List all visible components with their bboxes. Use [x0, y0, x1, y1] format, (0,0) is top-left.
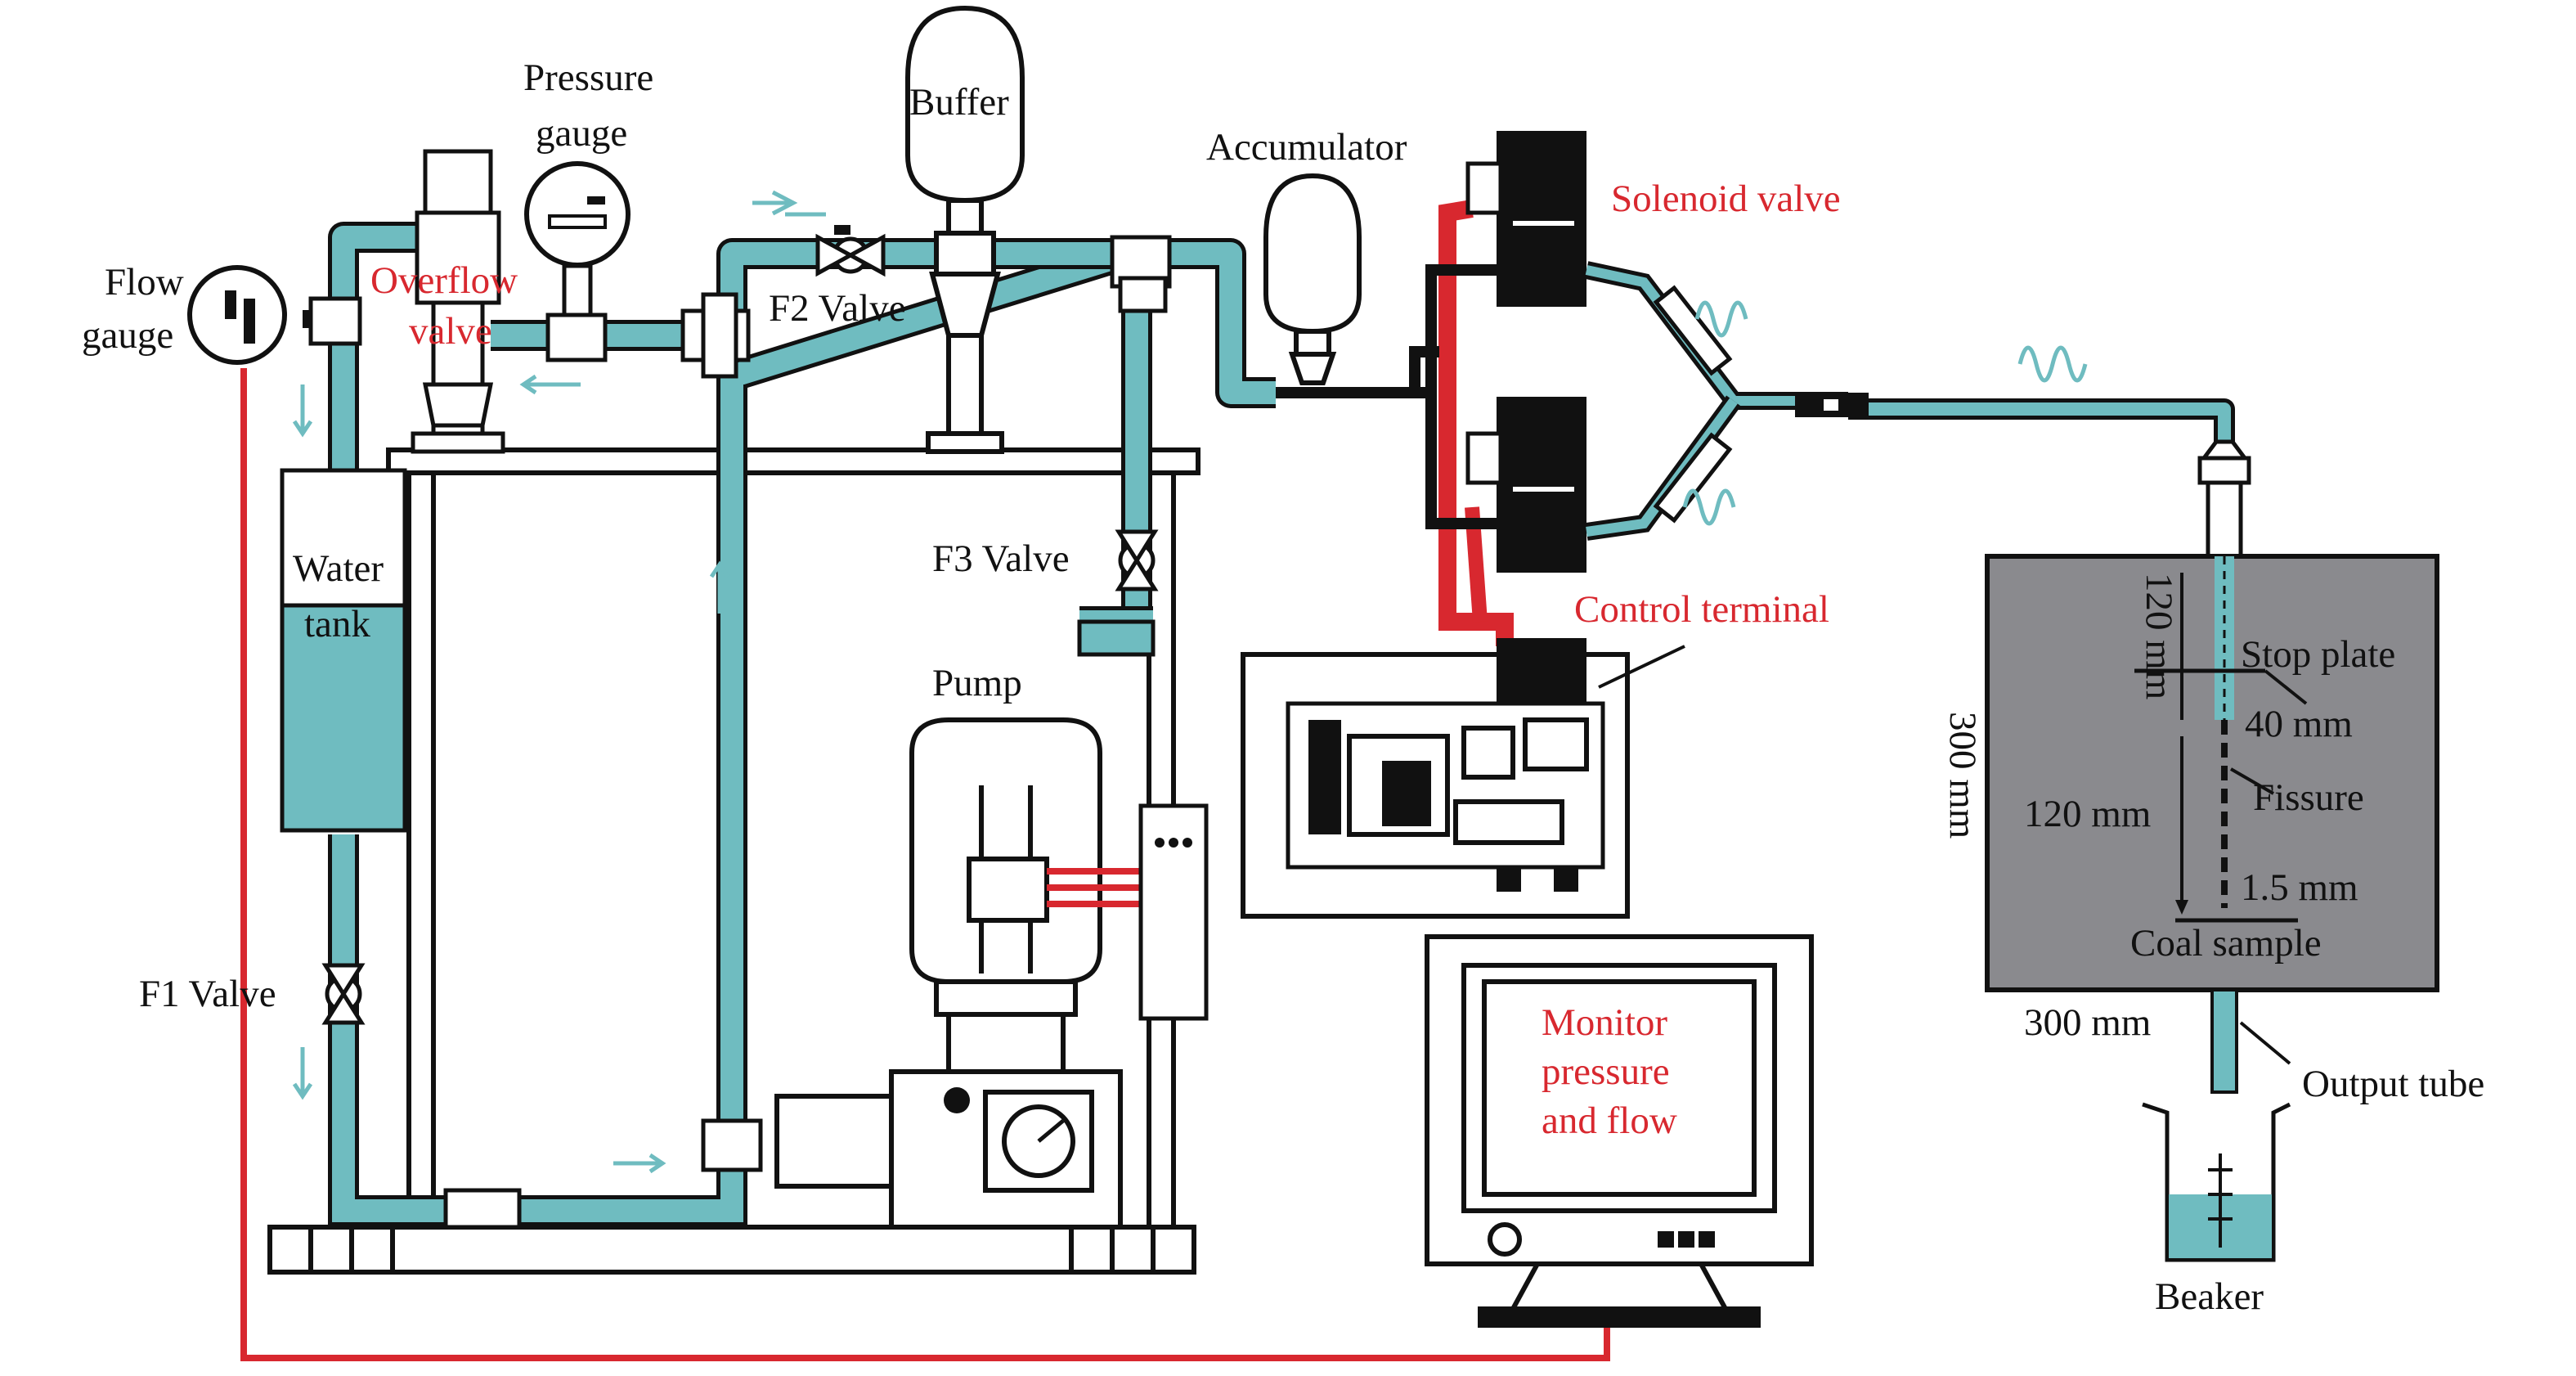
dim-40-label: 40 mm: [2245, 703, 2353, 745]
stop-plate-label: Stop plate: [2241, 633, 2395, 676]
loop-fittings: [443, 1118, 763, 1230]
accumulator-label: Accumulator: [1206, 126, 1407, 169]
f1-valve-label: F1 Valve: [139, 973, 276, 1015]
pump-label: Pump: [932, 662, 1022, 704]
tee-fittings: [680, 235, 1172, 379]
dim-1-5-label: 1.5 mm: [2241, 866, 2358, 909]
signal-cable: [240, 368, 1610, 1361]
output-tube-label: Output tube: [2302, 1063, 2484, 1105]
control-terminal-label: Control terminal: [1574, 588, 1829, 631]
flow-gauge-label-1: Flow: [105, 261, 184, 304]
dim-120-mid-label: 120 mm: [2024, 793, 2151, 835]
monitor-label-2: pressure: [1542, 1050, 1670, 1093]
pump-switch-box: [1138, 803, 1209, 1021]
flow-wave-icons: [752, 190, 2088, 526]
fissure-label: Fissure: [2253, 776, 2364, 819]
pressure-gauge: [524, 161, 631, 362]
buffer-label: Buffer: [909, 81, 1009, 124]
overflow-valve-label-1: Overflow: [370, 259, 518, 302]
beaker: [2142, 1102, 2291, 1262]
pressure-gauge-label-2: gauge: [536, 112, 627, 155]
monitor: [1425, 934, 1814, 1328]
coal-sample-box: [1985, 554, 2439, 992]
coal-sample-label: Coal sample: [2130, 922, 2322, 965]
sample-nozzle: [2197, 439, 2251, 559]
control-terminal: [1241, 638, 1685, 919]
flow-gauge: [187, 265, 362, 365]
water-tank-label-1: Water: [293, 547, 384, 590]
manifold-lines: [1276, 264, 1497, 529]
flow-gauge-label-2: gauge: [82, 314, 173, 357]
solenoid-valve-label: Solenoid valve: [1611, 178, 1841, 220]
dim-300-vertical-label: 300 mm: [1941, 712, 1984, 839]
accumulator: [1263, 173, 1362, 385]
overflow-valve-label-2: valve: [409, 310, 492, 353]
f3-valve-label: F3 Valve: [932, 537, 1070, 580]
base-platform: [267, 1225, 1196, 1275]
check-valves: [1653, 285, 1869, 524]
overflow-valve: [411, 149, 505, 454]
flow-arrows: [292, 374, 730, 1174]
water-tank-label-2: tank: [304, 603, 370, 645]
f1-valve: [321, 963, 366, 1025]
dim-120-top-label: 120 mm: [2138, 573, 2180, 699]
output-tube: [2210, 988, 2291, 1094]
pump: [774, 717, 1123, 1230]
water-tank: [280, 468, 407, 833]
pressure-gauge-label-1: Pressure: [523, 56, 653, 99]
monitor-label-3: and flow: [1542, 1099, 1677, 1142]
f2-valve-label: F2 Valve: [769, 287, 906, 330]
monitor-label-1: Monitor: [1542, 1001, 1667, 1044]
buffer: [905, 5, 1025, 454]
f2-valve: [815, 225, 886, 277]
dim-300-bottom-label: 300 mm: [2024, 1001, 2151, 1044]
solenoid-valve-lower: [1465, 397, 1586, 573]
solenoid-valve-upper: [1465, 131, 1586, 307]
f3-valve: [1077, 529, 1159, 657]
beaker-label: Beaker: [2155, 1275, 2264, 1318]
